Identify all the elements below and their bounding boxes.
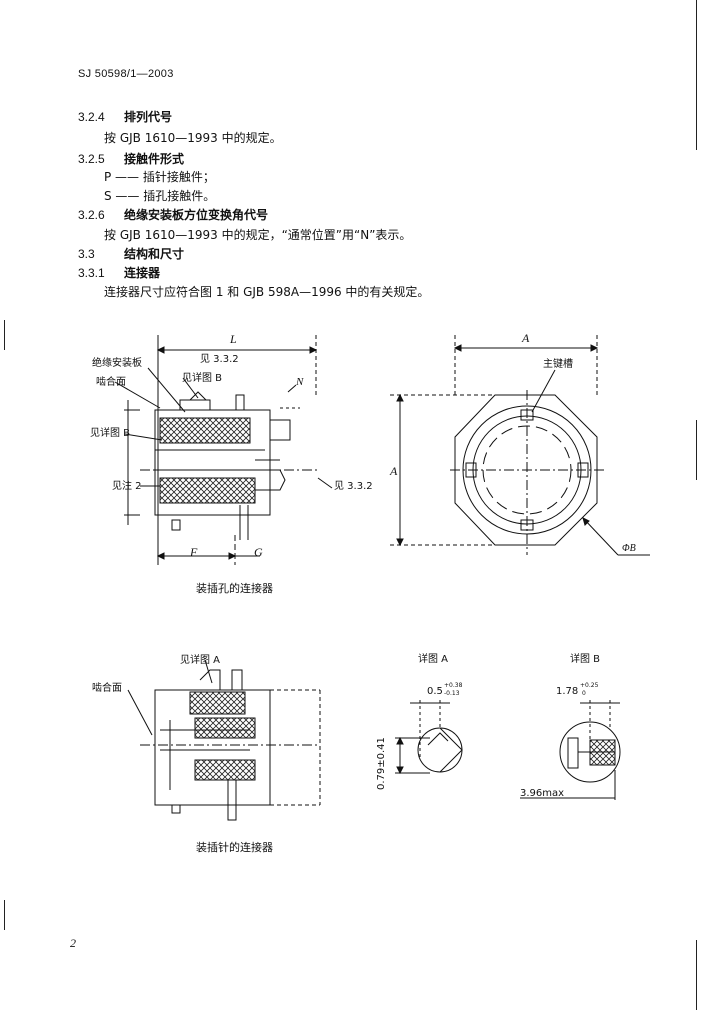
dim-1-78-lower-tol: 0 <box>582 690 586 697</box>
label-mating-face-2: 啮合面 <box>92 681 122 694</box>
ref-detail-b-2: 见详图 B <box>90 426 130 439</box>
standard-code: SJ 50598/1—2003 <box>78 68 174 80</box>
scan-edge-mark <box>696 420 697 480</box>
scan-edge-mark <box>696 940 697 1010</box>
dim-3-96-max: 3.96max <box>520 788 564 799</box>
ref-see-3-3-2-top: 见 3.3.2 <box>200 353 239 365</box>
scan-edge-mark <box>4 900 5 930</box>
dim-0-79: 0.79±0.41 <box>376 737 387 790</box>
paragraph: 按 GJB 1610—1993 中的规定。 <box>104 131 282 145</box>
ref-see-3-3-2-right: 见 3.3.2 <box>334 480 373 492</box>
dim-label-g: G <box>254 545 263 559</box>
page-number: 2 <box>70 936 76 950</box>
caption-socket-connector: 装插孔的连接器 <box>196 582 273 595</box>
scan-edge-mark <box>696 0 697 150</box>
paragraph: 按 GJB 1610—1993 中的规定，“通常位置”用“N”表示。 <box>104 228 412 242</box>
dim-0-5-lower-tol: -0.13 <box>444 690 460 697</box>
ref-detail-b-1: 见详图 B <box>182 371 222 384</box>
dim-1-78-upper-tol: +0.25 <box>580 682 599 689</box>
label-main-keyway: 主键槽 <box>543 357 573 370</box>
list-item-p: P —— 插针接触件； <box>104 170 215 184</box>
label-mating-face: 啮合面 <box>96 375 126 388</box>
dim-label-a: A <box>521 331 530 345</box>
detail-a-drawing <box>395 700 463 775</box>
dim-label-a-vertical: A <box>389 464 398 478</box>
label-insulator-plate: 绝缘安装板 <box>92 356 142 369</box>
dim-0-5: 0.5 <box>427 686 443 697</box>
detail-a-title: 详图 A <box>418 652 448 665</box>
dim-label-f: F <box>189 545 198 559</box>
socket-connector-side-view <box>114 335 333 565</box>
dim-0-5-upper-tol: +0.38 <box>444 682 463 689</box>
scan-edge-mark <box>4 320 5 350</box>
dim-label-n: N <box>295 376 304 388</box>
dim-1-78: 1.78 <box>556 686 578 697</box>
list-item-s: S —— 插孔接触件。 <box>104 189 216 203</box>
pin-connector-side-view <box>127 659 321 821</box>
detail-b-title: 详图 B <box>570 652 600 665</box>
ref-note-2: 见注 2 <box>112 479 142 492</box>
caption-pin-connector: 装插针的连接器 <box>196 841 273 854</box>
detail-b-drawing <box>520 700 621 800</box>
connector-front-view <box>390 335 650 556</box>
dim-label-phi-b: ΦB <box>622 543 636 554</box>
paragraph: 连接器尺寸应符合图 1 和 GJB 598A—1996 中的有关规定。 <box>104 285 430 299</box>
dim-label-l: L <box>229 332 237 346</box>
ref-detail-a: 见详图 A <box>180 653 220 666</box>
drawing-labels: L 见 3.3.2 绝缘安装板 啮合面 见详图 B N 见详图 B 见注 2 见… <box>90 331 636 799</box>
